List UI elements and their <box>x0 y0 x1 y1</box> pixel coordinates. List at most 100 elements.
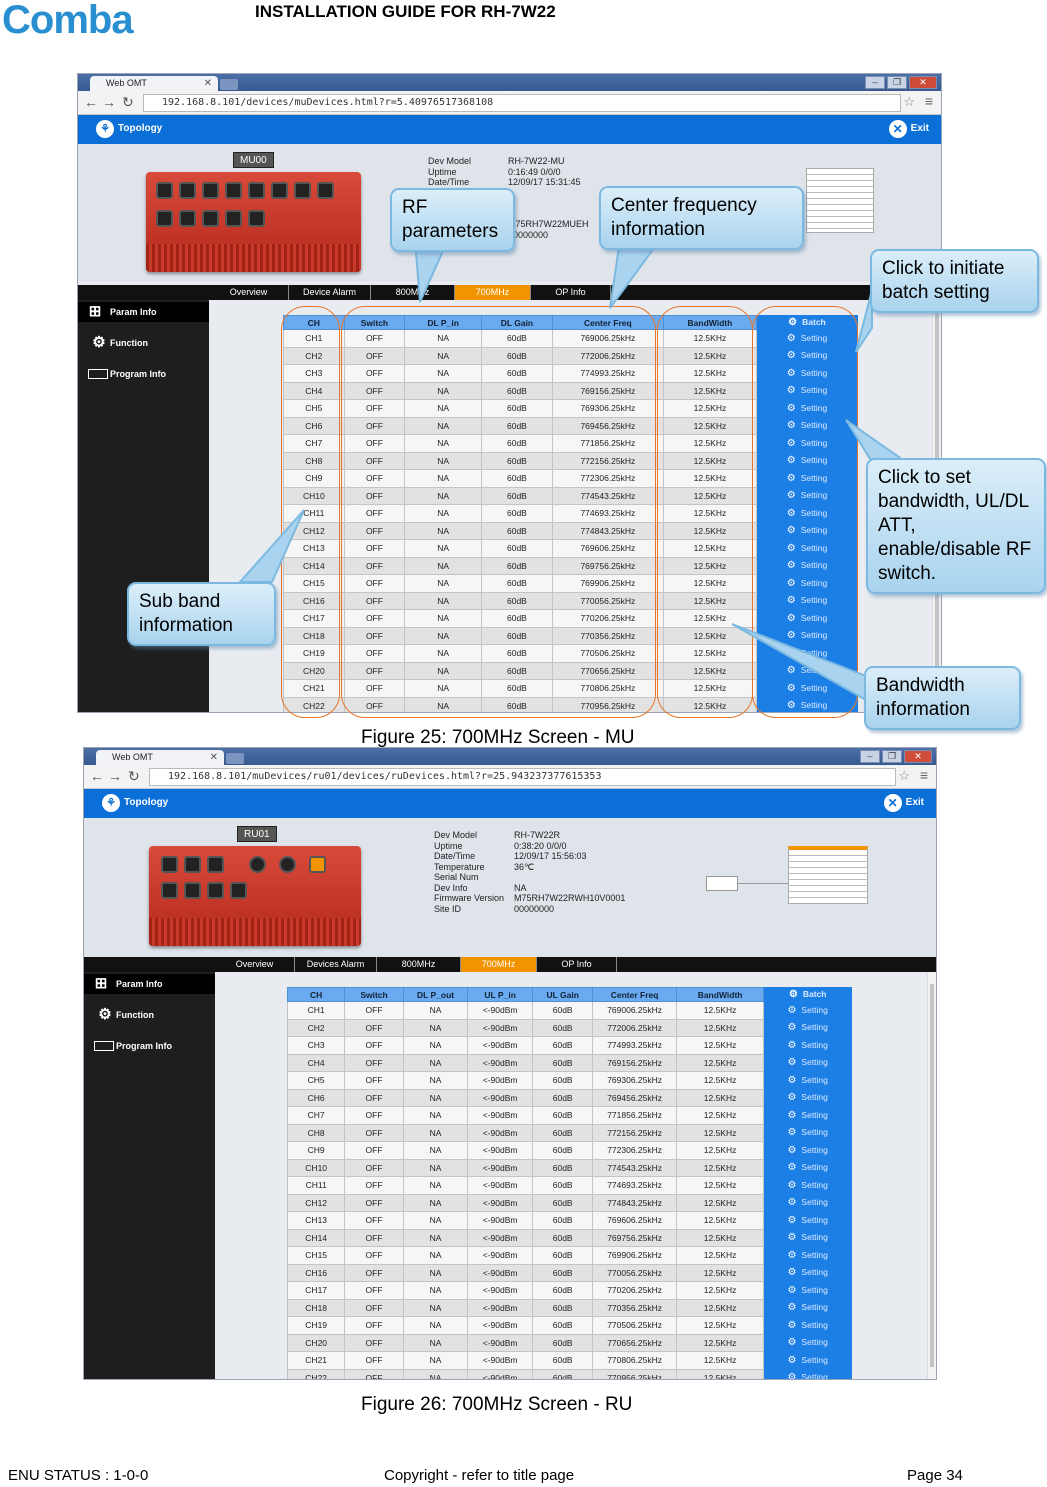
setting-label: Setting <box>800 455 828 466</box>
bookmark-star-icon[interactable]: ☆ <box>903 94 915 109</box>
setting-button[interactable]: ⚙Setting <box>763 1333 852 1352</box>
setting-button[interactable]: ⚙Setting <box>755 521 859 540</box>
sidebar-item-param-info[interactable]: ⊞Param Info <box>78 302 209 322</box>
back-icon[interactable]: ← <box>90 768 104 784</box>
batch-button[interactable]: ⚙Batch <box>755 315 859 330</box>
setting-button[interactable]: ⚙Setting <box>755 381 859 400</box>
setting-button[interactable]: ⚙Setting <box>763 1368 852 1380</box>
new-tab-button[interactable] <box>220 79 238 90</box>
menu-tab-op-info[interactable]: OP Info <box>531 285 611 300</box>
browser-menu-icon[interactable]: ≡ <box>924 93 933 109</box>
sidebar-item-function[interactable]: ⚙Function <box>90 1005 154 1025</box>
setting-label: Setting <box>801 1337 828 1348</box>
tab-close-icon[interactable]: ✕ <box>209 752 218 763</box>
setting-button[interactable]: ⚙Setting <box>763 1001 852 1020</box>
menu-tab-devices-alarm[interactable]: Devices Alarm <box>295 957 377 972</box>
table-cell: <-90dBm <box>467 1281 533 1300</box>
reload-icon[interactable]: ↻ <box>122 94 134 110</box>
setting-label: Setting <box>800 647 828 658</box>
setting-button[interactable]: ⚙Setting <box>763 1211 852 1230</box>
setting-button[interactable]: ⚙Setting <box>763 1176 852 1195</box>
browser-tab[interactable]: Web OMT✕ <box>96 750 224 765</box>
setting-button[interactable]: ⚙Setting <box>763 1158 852 1177</box>
menu-tab-800mhz[interactable]: 800MHz <box>371 285 455 300</box>
batch-button[interactable]: ⚙Batch <box>763 987 852 1002</box>
tab-close-icon[interactable]: ✕ <box>203 78 212 89</box>
setting-button[interactable]: ⚙Setting <box>755 591 859 610</box>
reload-icon[interactable]: ↻ <box>128 768 140 784</box>
url-field[interactable]: 192.168.8.101/devices/muDevices.html?r=5… <box>143 94 901 112</box>
setting-button[interactable]: ⚙Setting <box>755 399 859 418</box>
menu-tab-op-info[interactable]: OP Info <box>537 957 617 972</box>
minimize-icon[interactable]: – <box>865 76 885 89</box>
menu-tab-700mhz[interactable]: 700MHz <box>455 285 531 300</box>
setting-button[interactable]: ⚙Setting <box>755 556 859 575</box>
setting-button[interactable]: ⚙Setting <box>755 504 859 523</box>
setting-button[interactable]: ⚙Setting <box>755 539 859 558</box>
setting-button[interactable]: ⚙Setting <box>763 1106 852 1125</box>
setting-button[interactable]: ⚙Setting <box>763 1316 852 1335</box>
maximize-icon[interactable]: ❐ <box>882 750 902 763</box>
setting-button[interactable]: ⚙Setting <box>763 1281 852 1300</box>
ru-node-box[interactable] <box>706 876 738 891</box>
browser-tab[interactable]: Web OMT✕ <box>90 76 218 91</box>
forward-icon[interactable]: → <box>102 94 116 110</box>
table-cell: OFF <box>343 346 406 365</box>
table-cell: 60dB <box>531 1193 594 1212</box>
browser-tab-bar: Web OMT✕ –❐✕ <box>78 74 941 91</box>
table-cell: NA <box>402 1211 469 1230</box>
setting-button[interactable]: ⚙Setting <box>755 574 859 593</box>
table-cell: NA <box>404 609 483 628</box>
window-close-icon[interactable]: ✕ <box>909 76 937 89</box>
setting-button[interactable]: ⚙Setting <box>763 1263 852 1282</box>
minimize-icon[interactable]: – <box>860 750 880 763</box>
setting-button[interactable]: ⚙Setting <box>755 696 859 712</box>
exit-button[interactable]: ✕Exit <box>888 120 929 138</box>
menu-tab-overview[interactable]: Overview <box>215 957 295 972</box>
topology-thumbnail[interactable] <box>806 168 874 233</box>
maximize-icon[interactable]: ❐ <box>887 76 907 89</box>
setting-button[interactable]: ⚙Setting <box>763 1228 852 1247</box>
menu-tab-800mhz[interactable]: 800MHz <box>377 957 461 972</box>
setting-button[interactable]: ⚙Setting <box>763 1036 852 1055</box>
menu-tab-overview[interactable]: Overview <box>209 285 289 300</box>
setting-button[interactable]: ⚙Setting <box>763 1123 852 1142</box>
sidebar-item-program-info[interactable]: Program Info <box>90 1036 172 1056</box>
menu-tab-700mhz[interactable]: 700MHz <box>461 957 537 972</box>
setting-button[interactable]: ⚙Setting <box>763 1246 852 1265</box>
setting-button[interactable]: ⚙Setting <box>763 1018 852 1037</box>
back-icon[interactable]: ← <box>84 94 98 110</box>
browser-menu-icon[interactable]: ≡ <box>919 767 928 783</box>
setting-button[interactable]: ⚙Setting <box>763 1088 852 1107</box>
setting-button[interactable]: ⚙Setting <box>763 1053 852 1072</box>
sidebar-item-function[interactable]: ⚙Function <box>84 333 148 353</box>
sidebar-item-param-info[interactable]: ⊞Param Info <box>84 974 215 994</box>
setting-button[interactable]: ⚙Setting <box>755 609 859 628</box>
exit-button[interactable]: ✕Exit <box>883 794 924 812</box>
setting-button[interactable]: ⚙Setting <box>763 1141 852 1160</box>
bookmark-star-icon[interactable]: ☆ <box>898 768 910 783</box>
setting-button[interactable]: ⚙Setting <box>755 469 859 488</box>
sidebar-item-label: Param Info <box>116 979 163 989</box>
new-tab-button[interactable] <box>226 753 244 764</box>
setting-label: Setting <box>801 1372 828 1380</box>
setting-button[interactable]: ⚙Setting <box>755 626 859 645</box>
table-cell: NA <box>402 1176 469 1195</box>
setting-button[interactable]: ⚙Setting <box>763 1351 852 1370</box>
setting-button[interactable]: ⚙Setting <box>755 416 859 435</box>
scrollbar[interactable] <box>927 972 936 1379</box>
window-close-icon[interactable]: ✕ <box>904 750 932 763</box>
setting-button[interactable]: ⚙Setting <box>763 1298 852 1317</box>
forward-icon[interactable]: → <box>108 768 122 784</box>
topology-link[interactable]: ⚘Topology <box>102 794 168 812</box>
sidebar-item-program-info[interactable]: Program Info <box>84 364 166 384</box>
setting-button[interactable]: ⚙Setting <box>763 1071 852 1090</box>
topology-thumbnail[interactable] <box>788 846 868 904</box>
topology-link[interactable]: ⚘Topology <box>96 120 162 138</box>
table-cell: OFF <box>343 661 406 680</box>
url-field[interactable]: 192.168.8.101/muDevices/ru01/devices/ruD… <box>149 768 896 786</box>
setting-button[interactable]: ⚙Setting <box>763 1193 852 1212</box>
setting-button[interactable]: ⚙Setting <box>755 434 859 453</box>
menu-tab-device-alarm[interactable]: Device Alarm <box>289 285 371 300</box>
